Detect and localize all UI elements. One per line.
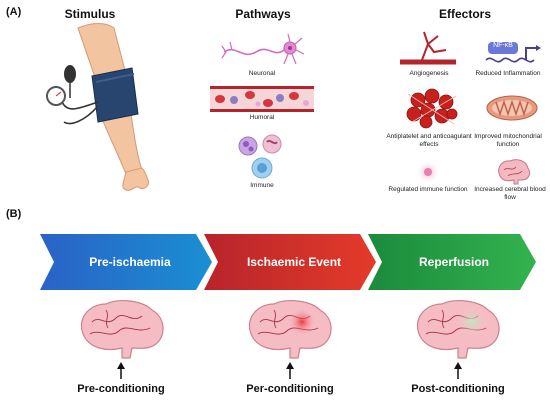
phase-chevron-ischaemic-event <box>204 234 376 290</box>
effector-cerebral-blood-flow-label: Increased cerebral blood flow <box>474 186 546 201</box>
effector-mitochondrial-label: Improved mitochondrial function <box>474 133 542 148</box>
arm-with-bp-cuff-icon <box>46 23 149 191</box>
effectors-heading: Effectors <box>438 7 491 21</box>
neuron-icon <box>221 33 305 65</box>
pathway-humoral-label: Humoral <box>249 114 275 121</box>
pathway-neuronal-label: Neuronal <box>248 70 276 77</box>
nfkb-badge-text: NF-κB <box>493 42 513 49</box>
stimulus-heading: Stimulus <box>64 7 116 21</box>
arrow-up-icon <box>286 362 294 379</box>
brain-icon <box>416 300 500 359</box>
immune-glow-icon <box>416 160 440 184</box>
vessel-branching-icon <box>400 31 456 65</box>
brain-icon <box>498 159 531 185</box>
post-conditioning-label: Post-conditioning <box>411 383 505 395</box>
phase-chevron-reperfusion <box>368 234 536 290</box>
mitochondrion-icon <box>486 95 538 121</box>
phase-pre-ischaemia-label: Pre-ischaemia <box>89 255 171 269</box>
phase-ischaemic-event-label: Ischaemic Event <box>246 255 342 269</box>
effector-reduced-inflammation-label: Reduced Inflammation <box>475 70 541 77</box>
phase-timeline <box>40 234 536 290</box>
blood-vessel-icon <box>210 86 314 112</box>
pre-conditioning-label: Pre-conditioning <box>77 383 165 395</box>
phase-reperfusion-label: Reperfusion <box>418 255 489 269</box>
nfkb-gene-icon <box>485 42 541 63</box>
immune-cells-icon <box>238 134 282 179</box>
arrow-up-icon <box>454 362 462 379</box>
effector-immune-regulation-label: Regulated immune function <box>388 186 468 193</box>
phase-chevron-pre-ischaemia <box>40 234 212 290</box>
brain-icon <box>80 300 164 359</box>
blood-clot-icon <box>406 88 458 129</box>
panel-a-label: (A) <box>6 6 22 18</box>
panel-b-label: (B) <box>6 208 22 220</box>
effector-angiogenesis-label: Angiogenesis <box>409 70 449 77</box>
brain-icon <box>248 300 332 359</box>
arrow-up-icon <box>117 362 125 379</box>
per-conditioning-label: Per-conditioning <box>246 383 334 395</box>
pathway-immune-label: Immune <box>250 182 274 189</box>
effector-antiplatelet-label: Antiplatelet and anticoagulant effects <box>386 133 472 148</box>
pathways-heading: Pathways <box>235 7 291 21</box>
